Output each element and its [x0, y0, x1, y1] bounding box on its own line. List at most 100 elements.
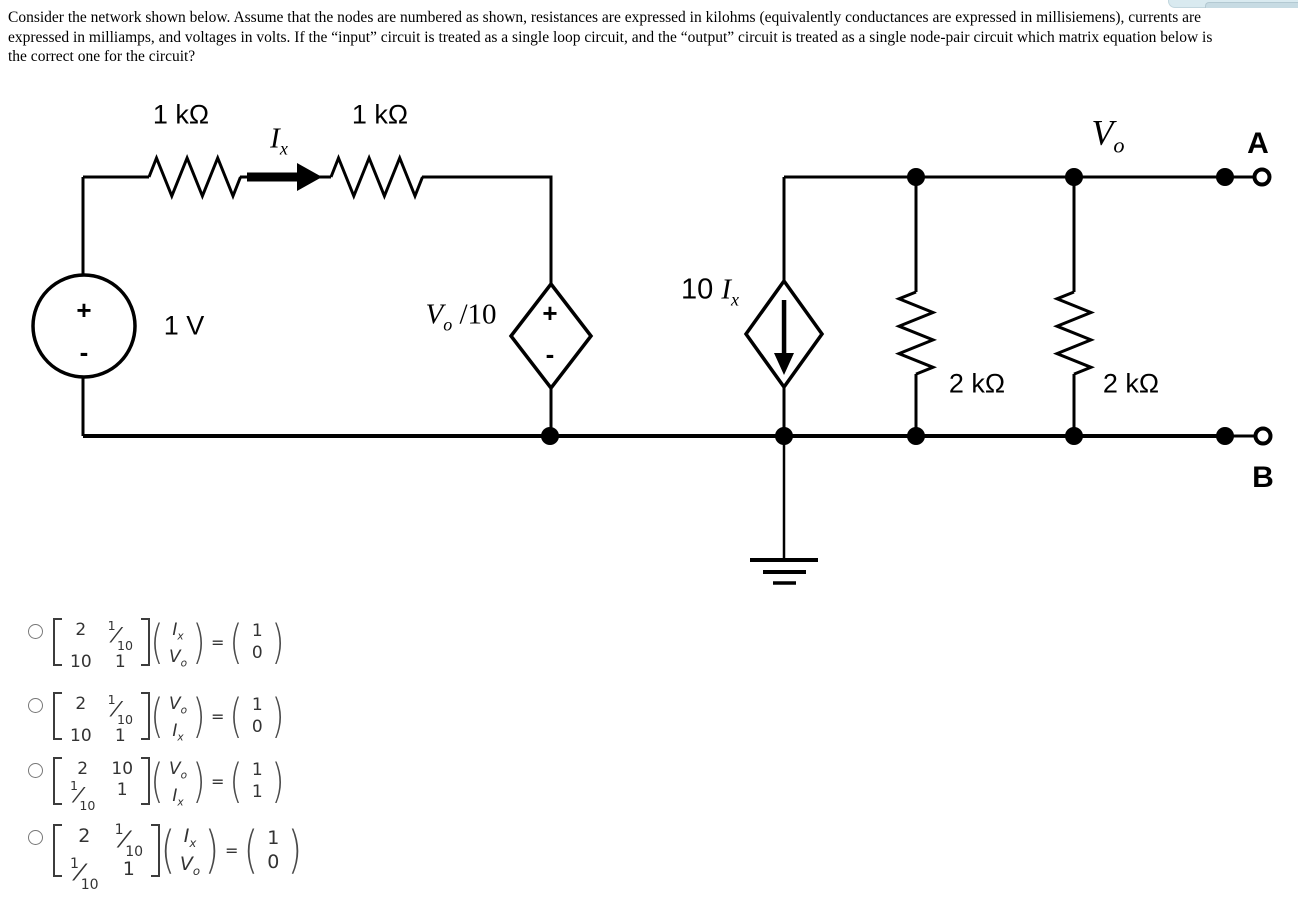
paren-right: )	[192, 754, 206, 808]
vs-minus-sign: -	[79, 337, 89, 367]
wire-to-depv	[422, 175, 553, 284]
vector-cell: Ix	[172, 721, 184, 744]
resistor-2k-right-symbol	[1052, 290, 1096, 376]
matrix-cell: 2	[77, 759, 89, 779]
rhs-cell: 1	[251, 620, 263, 641]
vector-cell: Vo	[168, 647, 188, 670]
answer-option-2: 2 1⁄10 10 1 ( Vo Ix ) = ( 1 0 )	[28, 689, 285, 746]
vs-plus-sign: +	[76, 295, 92, 325]
matrix-cell: 1⁄10	[114, 822, 144, 861]
resistor-1k-left-symbol	[147, 153, 242, 201]
bracket-right	[141, 692, 151, 740]
matrix-equation-3: 2 10 1⁄10 1 ( Vo Ix ) = ( 1 1 )	[53, 754, 285, 813]
question-line-2: expressed in milliamps, and voltages in …	[8, 28, 1213, 46]
radio-button-option-1[interactable]	[28, 624, 43, 639]
answer-option-3: 2 10 1⁄10 1 ( Vo Ix ) = ( 1 1 )	[28, 754, 285, 813]
matrix-cell: 10	[70, 726, 92, 747]
matrix-cell: 1⁄10	[70, 855, 99, 894]
dependent-voltage-label: Vo /10	[425, 298, 497, 335]
paren-right: )	[288, 821, 303, 880]
matrix-cell: 1	[116, 780, 128, 800]
paren-left: (	[150, 689, 164, 743]
bracket-left	[53, 692, 62, 740]
node-dots	[541, 168, 1234, 445]
matrix-cell: 1	[114, 652, 126, 673]
voltage-source-symbol	[31, 273, 137, 379]
matrix-cell: 2	[75, 694, 87, 714]
paren-left: (	[244, 821, 259, 880]
paren-left: (	[150, 754, 164, 808]
vector-cell: Ix	[172, 620, 184, 643]
paren-right: )	[192, 615, 206, 669]
matrix-equation-1: 2 1⁄10 10 1 ( Ix Vo ) = ( 1 0 )	[53, 615, 285, 672]
current-ix-label: Ix	[270, 122, 288, 159]
matrix-cell: 2	[78, 825, 91, 847]
resistor-2k-left-symbol	[894, 290, 938, 376]
cutoff-toolbar-fragment	[1168, 0, 1298, 8]
matrix-cell: 10	[70, 652, 92, 673]
bracket-left	[53, 757, 62, 805]
paren-right: )	[271, 615, 285, 669]
rhs-cell: 1	[251, 694, 263, 715]
cutoff-button-fragment	[1205, 2, 1298, 8]
matrix-cell: 10	[111, 759, 134, 779]
ground-symbol	[750, 437, 818, 585]
resistor-2-label: 1 kΩ	[351, 99, 409, 130]
bracket-right	[141, 618, 151, 666]
depi-arrow	[774, 300, 794, 375]
terminal-a-circle	[1252, 167, 1272, 187]
bracket-left	[53, 618, 62, 666]
paren-left: (	[229, 615, 243, 669]
voltage-source-label: 1 V	[163, 310, 205, 341]
bracket-right	[151, 824, 161, 877]
rhs-cell: 1	[267, 826, 280, 849]
resistor-1k-right-symbol	[329, 153, 424, 201]
answer-option-4: 2 1⁄10 1⁄10 1 ( Ix Vo ) = ( 1 0 )	[28, 821, 303, 893]
vector-cell: Vo	[179, 852, 201, 878]
paren-right: )	[192, 689, 206, 743]
vector-cell: Ix	[183, 825, 197, 850]
paren-right: )	[204, 821, 220, 880]
rhs-cell: 0	[267, 851, 280, 874]
vector-cell: Vo	[168, 759, 188, 782]
resistor-1-label: 1 kΩ	[152, 99, 210, 130]
answer-option-1: 2 1⁄10 10 1 ( Ix Vo ) = ( 1 0 )	[28, 615, 285, 672]
vector-cell: Ix	[172, 786, 184, 809]
current-arrow-ix	[247, 163, 322, 191]
terminal-b-circle	[1253, 426, 1273, 446]
matrix-cell: 1	[122, 858, 135, 881]
bracket-left	[53, 824, 62, 877]
radio-button-option-3[interactable]	[28, 763, 43, 778]
terminal-a-label: A	[1247, 127, 1269, 160]
matrix-cell: 2	[75, 620, 87, 640]
matrix-cell: 1	[114, 726, 126, 747]
question-text: Consider the network shown below. Assume…	[8, 8, 1294, 67]
matrix-cell: 1⁄10	[107, 691, 134, 727]
paren-right: )	[271, 754, 285, 808]
radio-button-option-2[interactable]	[28, 698, 43, 713]
radio-button-option-4[interactable]	[28, 830, 43, 845]
vector-cell: Vo	[168, 694, 188, 717]
resistor-4-label: 2 kΩ	[1102, 368, 1160, 399]
dependent-current-label: 10 Ix	[681, 273, 739, 310]
paren-left: (	[150, 615, 164, 669]
rhs-cell: 1	[251, 759, 263, 780]
equals-sign: =	[224, 841, 239, 860]
paren-left: (	[229, 754, 243, 808]
rhs-cell: 0	[251, 716, 263, 737]
depv-minus-sign: -	[545, 339, 555, 369]
matrix-cell: 1⁄10	[70, 777, 96, 813]
question-line-1: Consider the network shown below. Assume…	[8, 9, 1202, 26]
depv-plus-sign: +	[542, 298, 558, 328]
rhs-cell: 0	[251, 642, 263, 663]
terminal-b-label: B	[1252, 461, 1274, 494]
output-voltage-label: Vo	[1091, 112, 1125, 158]
paren-left: (	[160, 821, 176, 880]
matrix-cell: 1⁄10	[107, 617, 134, 653]
rhs-cell: 1	[251, 781, 263, 802]
equals-sign: =	[210, 706, 225, 726]
equals-sign: =	[210, 632, 225, 652]
matrix-equation-2: 2 1⁄10 10 1 ( Vo Ix ) = ( 1 0 )	[53, 689, 285, 746]
